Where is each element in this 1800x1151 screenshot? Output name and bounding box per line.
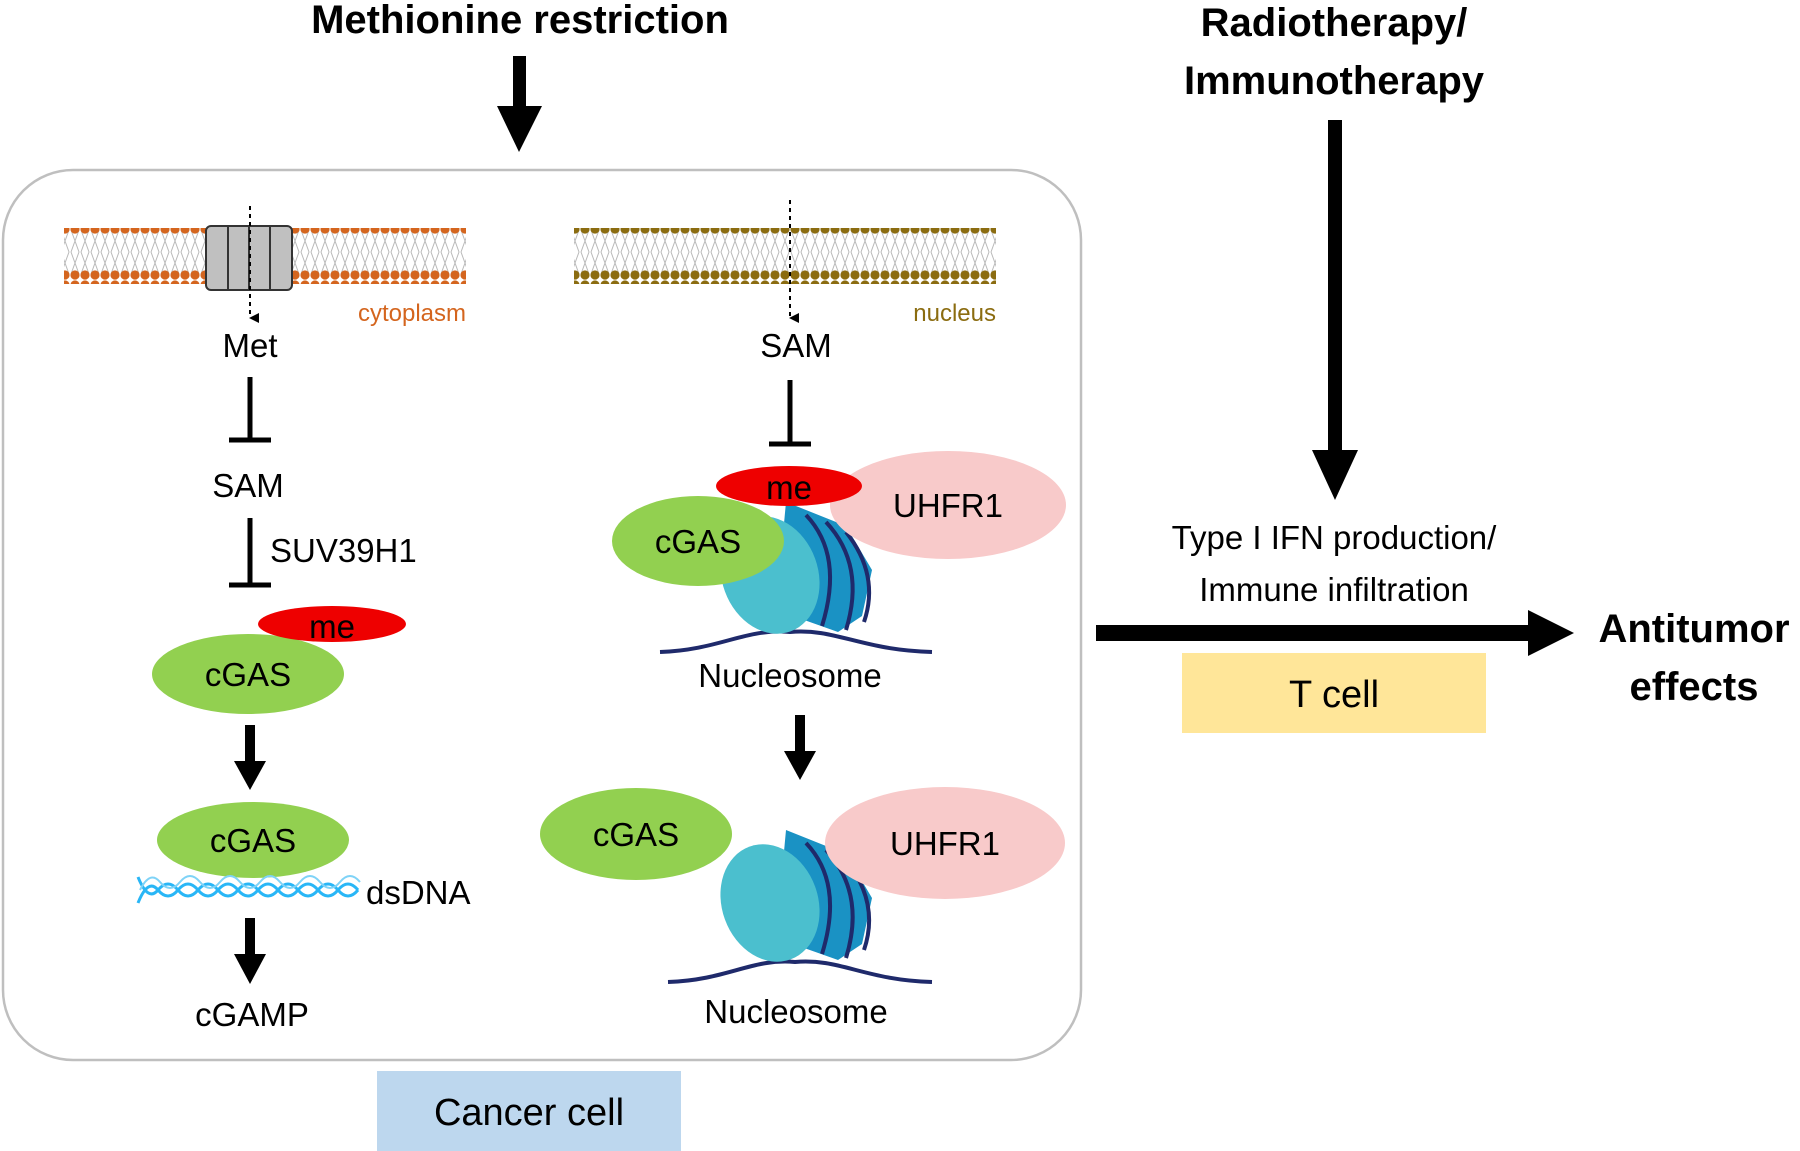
released-cgas-complex: cGAS UHFR1 Nucleosome <box>540 787 1065 1030</box>
nucleosome-bottom-label: Nucleosome <box>704 993 887 1030</box>
therapy-arrow <box>1312 120 1358 500</box>
cgas-activation-arrow <box>234 725 266 790</box>
dsdna-helix <box>136 875 361 904</box>
sam-inhibits-methylation <box>769 380 811 447</box>
antitumor-arrow <box>1096 610 1574 656</box>
cancer-cell-boundary <box>1 168 1083 1062</box>
uhfr1-top-label: UHFR1 <box>893 487 1003 524</box>
outcome-label-line1: Antitumor <box>1598 607 1789 651</box>
therapy-label-line2: Immunotherapy <box>1184 59 1485 103</box>
nucleosome-dna-bottom <box>667 959 933 984</box>
cancer-cell-box <box>377 1071 681 1151</box>
cytoplasm-membrane <box>64 206 466 323</box>
cgamp-production-arrow <box>234 918 266 984</box>
ifn-label-line1: Type I IFN production/ <box>1172 519 1497 556</box>
sam-label-left: SAM <box>212 467 284 504</box>
nucleosome-dna-top <box>659 629 933 654</box>
cgas-bottom-ellipse <box>540 788 732 880</box>
cgas-dsdna-complex: cGAS dsDNA <box>136 802 471 911</box>
me-mark-left <box>258 606 406 642</box>
t-cell-box <box>1182 653 1486 733</box>
cgas-bottom-label: cGAS <box>593 816 679 853</box>
demethylation-arrow <box>784 715 816 780</box>
nucleosome-top-label: Nucleosome <box>698 657 881 694</box>
restriction-arrow <box>497 56 542 152</box>
met-label: Met <box>222 327 277 364</box>
cgamp-label: cGAMP <box>195 996 309 1033</box>
cgas-methylated-label: cGAS <box>205 656 291 693</box>
sam-inhibits-cgas <box>229 518 271 588</box>
cytoplasm-label: cytoplasm <box>358 300 466 327</box>
uhfr1-top-ellipse <box>830 451 1066 559</box>
me-mark-right <box>716 466 862 506</box>
uhfr1-bottom-ellipse <box>825 787 1065 899</box>
outcome-label-line2: effects <box>1630 665 1759 709</box>
dsdna-label: dsDNA <box>366 874 471 911</box>
nucleus-membrane <box>574 200 996 323</box>
cancer-cell-label: Cancer cell <box>434 1092 624 1134</box>
cgas-top-ellipse <box>612 496 784 586</box>
suv39h1-label: SUV39H1 <box>270 532 417 569</box>
sam-label-right: SAM <box>760 327 832 364</box>
cgas-methylated-ellipse <box>152 634 344 714</box>
met-inhibits-sam <box>229 377 271 443</box>
methylated-nucleosome-complex: cGAS UHFR1 me Nucleosome <box>612 451 1066 694</box>
cgas-bound-ellipse <box>157 802 349 878</box>
title-methionine-restriction: Methionine restriction <box>311 0 729 42</box>
methylated-cgas-complex: me cGAS <box>152 606 406 714</box>
cgas-bound-label: cGAS <box>210 822 296 859</box>
me-label-left: me <box>309 608 355 645</box>
me-label-right: me <box>766 469 812 506</box>
nucleus-label: nucleus <box>913 300 996 327</box>
therapy-label-line1: Radiotherapy/ <box>1201 1 1468 45</box>
uhfr1-bottom-label: UHFR1 <box>890 825 1000 862</box>
ifn-label-line2: Immune infiltration <box>1199 571 1469 608</box>
t-cell-label: T cell <box>1289 674 1379 716</box>
cgas-top-label: cGAS <box>655 523 741 560</box>
